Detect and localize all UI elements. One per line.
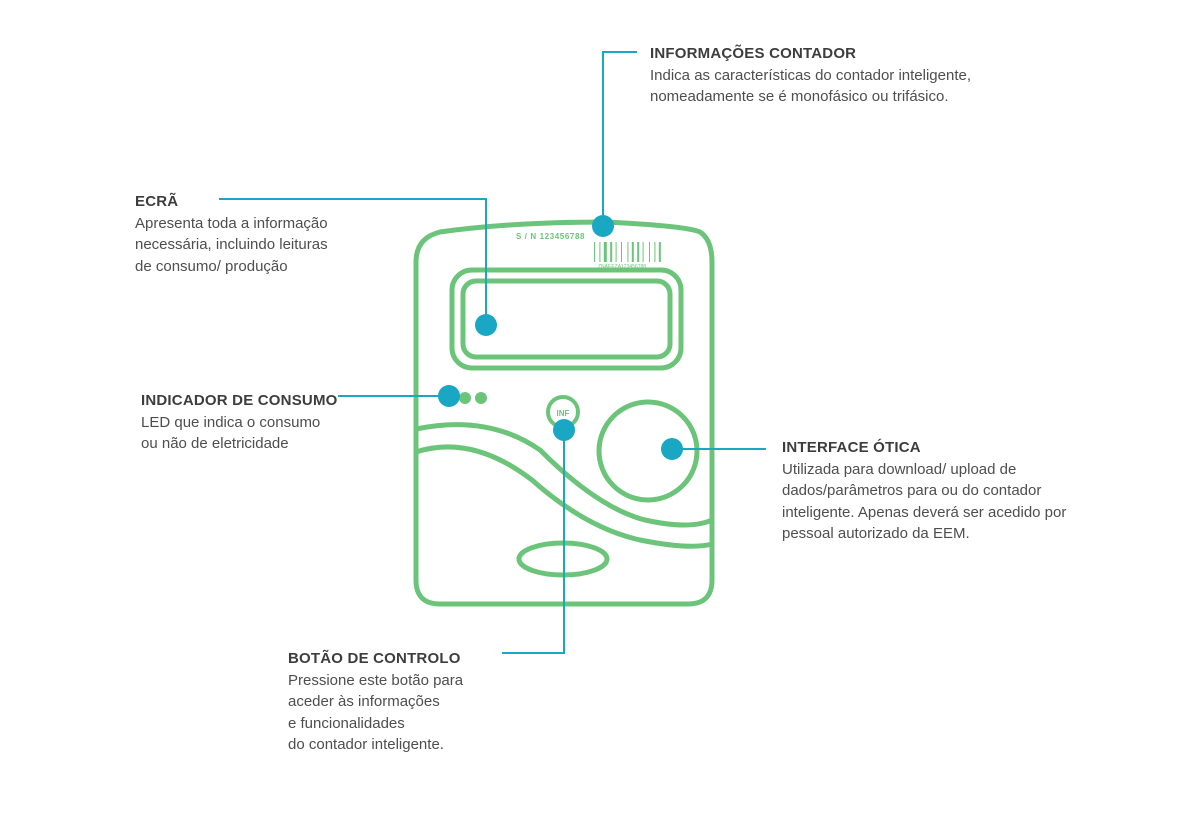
callout-indicator-title: INDICADOR DE CONSUMO	[141, 392, 338, 409]
barcode-text: ZNAEEZA123456788	[598, 264, 646, 270]
callout-optical-desc: Utilizada para download/ upload de dados…	[782, 460, 1067, 543]
barcode	[594, 242, 661, 262]
meter-outline	[413, 219, 715, 607]
callout-info: INFORMAÇÕES CONTADOR Indica as caracterí…	[650, 43, 971, 108]
marker-optical	[661, 438, 683, 460]
callout-screen: ECRÃ Apresenta toda a informação necessá…	[135, 191, 328, 277]
optical-interface-ring	[596, 399, 700, 503]
callout-info-title: INFORMAÇÕES CONTADOR	[650, 45, 857, 62]
callout-indicator: INDICADOR DE CONSUMO LED que indica o co…	[141, 390, 338, 455]
callout-screen-title: ECRÃ	[135, 193, 179, 210]
screen-frame-outer	[449, 267, 684, 371]
leader-line-button	[502, 430, 565, 654]
screen-frame-inner	[460, 278, 673, 360]
marker-screen	[475, 314, 497, 336]
leader-line-screen	[219, 198, 487, 325]
marker-indicator	[438, 385, 460, 407]
callout-optical-title: INTERFACE ÓTICA	[782, 439, 921, 456]
meter-wave-lower	[413, 444, 715, 549]
consumption-led-1	[459, 392, 471, 404]
callout-indicator-desc: LED que indica o consumo ou não de eletr…	[141, 413, 321, 453]
leader-line-info	[602, 51, 637, 225]
marker-button	[553, 419, 575, 441]
callout-button: BOTÃO DE CONTROLO Pressione este botão p…	[288, 648, 463, 756]
callout-screen-desc: Apresenta toda a informação necessária, …	[135, 214, 328, 275]
serial-number: S / N 123456788	[516, 232, 585, 241]
callout-info-desc: Indica as características do contador in…	[650, 66, 972, 106]
meter-wave-upper	[413, 422, 715, 528]
marker-info	[592, 215, 614, 237]
callout-optical: INTERFACE ÓTICA Utilizada para download/…	[782, 437, 1066, 545]
consumption-led-2	[475, 392, 487, 404]
control-button-label: INF	[557, 409, 570, 418]
callout-button-title: BOTÃO DE CONTROLO	[288, 650, 461, 667]
callout-button-desc: Pressione este botão para aceder às info…	[288, 671, 464, 754]
